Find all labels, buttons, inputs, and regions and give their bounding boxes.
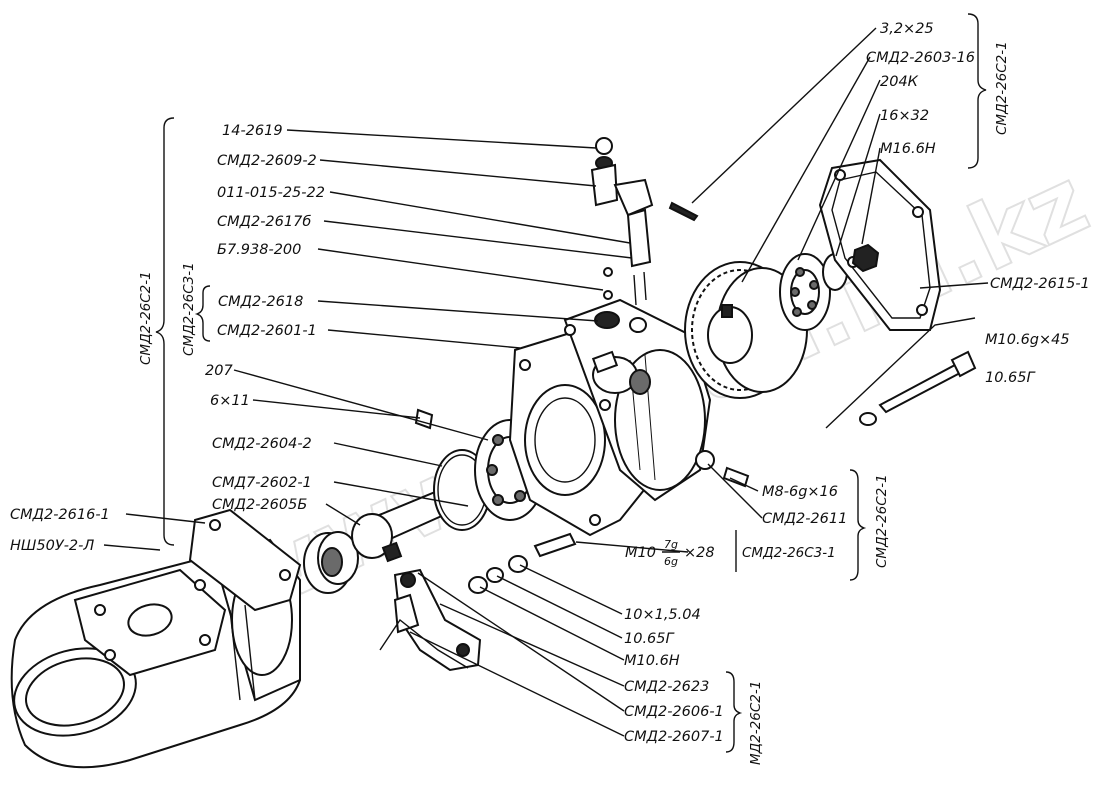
label-washer-10-65g-top: 10.65Г <box>985 370 1037 386</box>
label-shaft-2602-1: СМД7-2602-1 <box>212 475 312 491</box>
label-14-2619: 14-2619 <box>222 123 283 139</box>
plug-drawing <box>594 311 647 333</box>
label-clamp-2607-1: СМД2-2607-1 <box>624 729 724 745</box>
label-drive-gear: СМД2-2603-16 <box>866 50 975 66</box>
label-washer-10-65g-low: 10.65Г <box>624 631 676 647</box>
label-pin-3-2x25: 3,2×25 <box>880 21 934 37</box>
label-washer-16x32: 16×32 <box>880 108 929 124</box>
label-housing-2601-1: СМД2-2601-1 <box>217 323 317 339</box>
label-stud-m10: М10 <box>625 545 656 561</box>
label-bolt-m10x45: М10.6g×45 <box>985 332 1070 348</box>
parts <box>10 137 977 769</box>
label-lever: СМД2-2609-2 <box>217 153 317 169</box>
label-stud-thread-den: 6g <box>664 555 678 568</box>
label-bearing-204k: 204К <box>880 74 919 90</box>
pin-drawing <box>668 201 699 222</box>
cover-drawing <box>818 158 942 331</box>
group-brackets <box>155 13 987 753</box>
lever-assembly-drawing <box>590 137 654 306</box>
group-label-mid-right: СМД2-26С3-1 <box>742 545 836 561</box>
label-clamp-2606-1: СМД2-2606-1 <box>624 704 724 720</box>
label-part-2623: СМД2-2623 <box>624 679 709 695</box>
label-key-6x11: 6×11 <box>210 393 250 409</box>
bolt-m10x45-drawing <box>825 317 977 429</box>
pump-gasket-drawing <box>188 508 302 612</box>
nut-m16-drawing <box>851 243 880 273</box>
group-labels: СМД2-26С2-1 СМД2-26С2-1 СМД2-26С3-1 СМД2… <box>138 41 1010 765</box>
label-washer-10x1-5: 10×1,5.04 <box>624 607 701 623</box>
label-bolt-m8: М8-6g×16 <box>762 484 838 500</box>
stud-hardware-drawing <box>468 555 528 594</box>
label-stud-length: ×28 <box>684 545 715 561</box>
label-shaft-2617b: СМД2-2617б <box>217 214 311 230</box>
label-coupling-2605b: СМД2-2605Б <box>212 497 307 513</box>
label-nut-m16: М16.6Н <box>880 141 936 157</box>
label-gasket-2616-1: СМД2-2616-1 <box>10 507 110 523</box>
group-label-left-inner: СМД2-26С3-1 <box>181 262 197 356</box>
group-label-bottom: МД2-26С2-1 <box>748 681 764 765</box>
label-stud-thread-num: 7g <box>664 538 678 551</box>
label-b7-938: Б7.938-200 <box>217 242 301 258</box>
key-drawing <box>414 408 434 430</box>
part-labels: 3,2×25 СМД2-2603-16 204К 16×32 М16.6Н 14… <box>10 21 1090 745</box>
group-label-left-outer: СМД2-26С2-1 <box>138 271 154 365</box>
group-label-top-right: СМД2-26С2-1 <box>994 41 1010 135</box>
label-nut-m10-6n: М10.6Н <box>624 653 680 669</box>
label-bearing-207: 207 <box>205 363 233 379</box>
label-snap-ring: СМД2-2604-2 <box>212 436 312 452</box>
bearing-204k-drawing <box>779 253 831 331</box>
label-cover-2615-1: СМД2-2615-1 <box>990 276 1090 292</box>
drive-coupling-drawing <box>303 531 359 594</box>
stud-drawing <box>533 532 577 558</box>
leader-lines <box>103 27 989 737</box>
label-plug-2618: СМД2-2618 <box>218 294 303 310</box>
group-label-far-right: СМД2-26С2-1 <box>874 474 890 568</box>
label-oring: 011-015-25-22 <box>217 185 325 201</box>
clamp-drawing <box>379 568 482 672</box>
bolt-m8-drawing <box>695 450 750 488</box>
gearbox-housing-drawing <box>508 298 712 537</box>
label-washer-2611: СМД2-2611 <box>762 511 847 527</box>
label-pump-nsh50: НШ50У-2-Л <box>10 538 94 554</box>
drive-gear-drawing <box>684 261 808 399</box>
